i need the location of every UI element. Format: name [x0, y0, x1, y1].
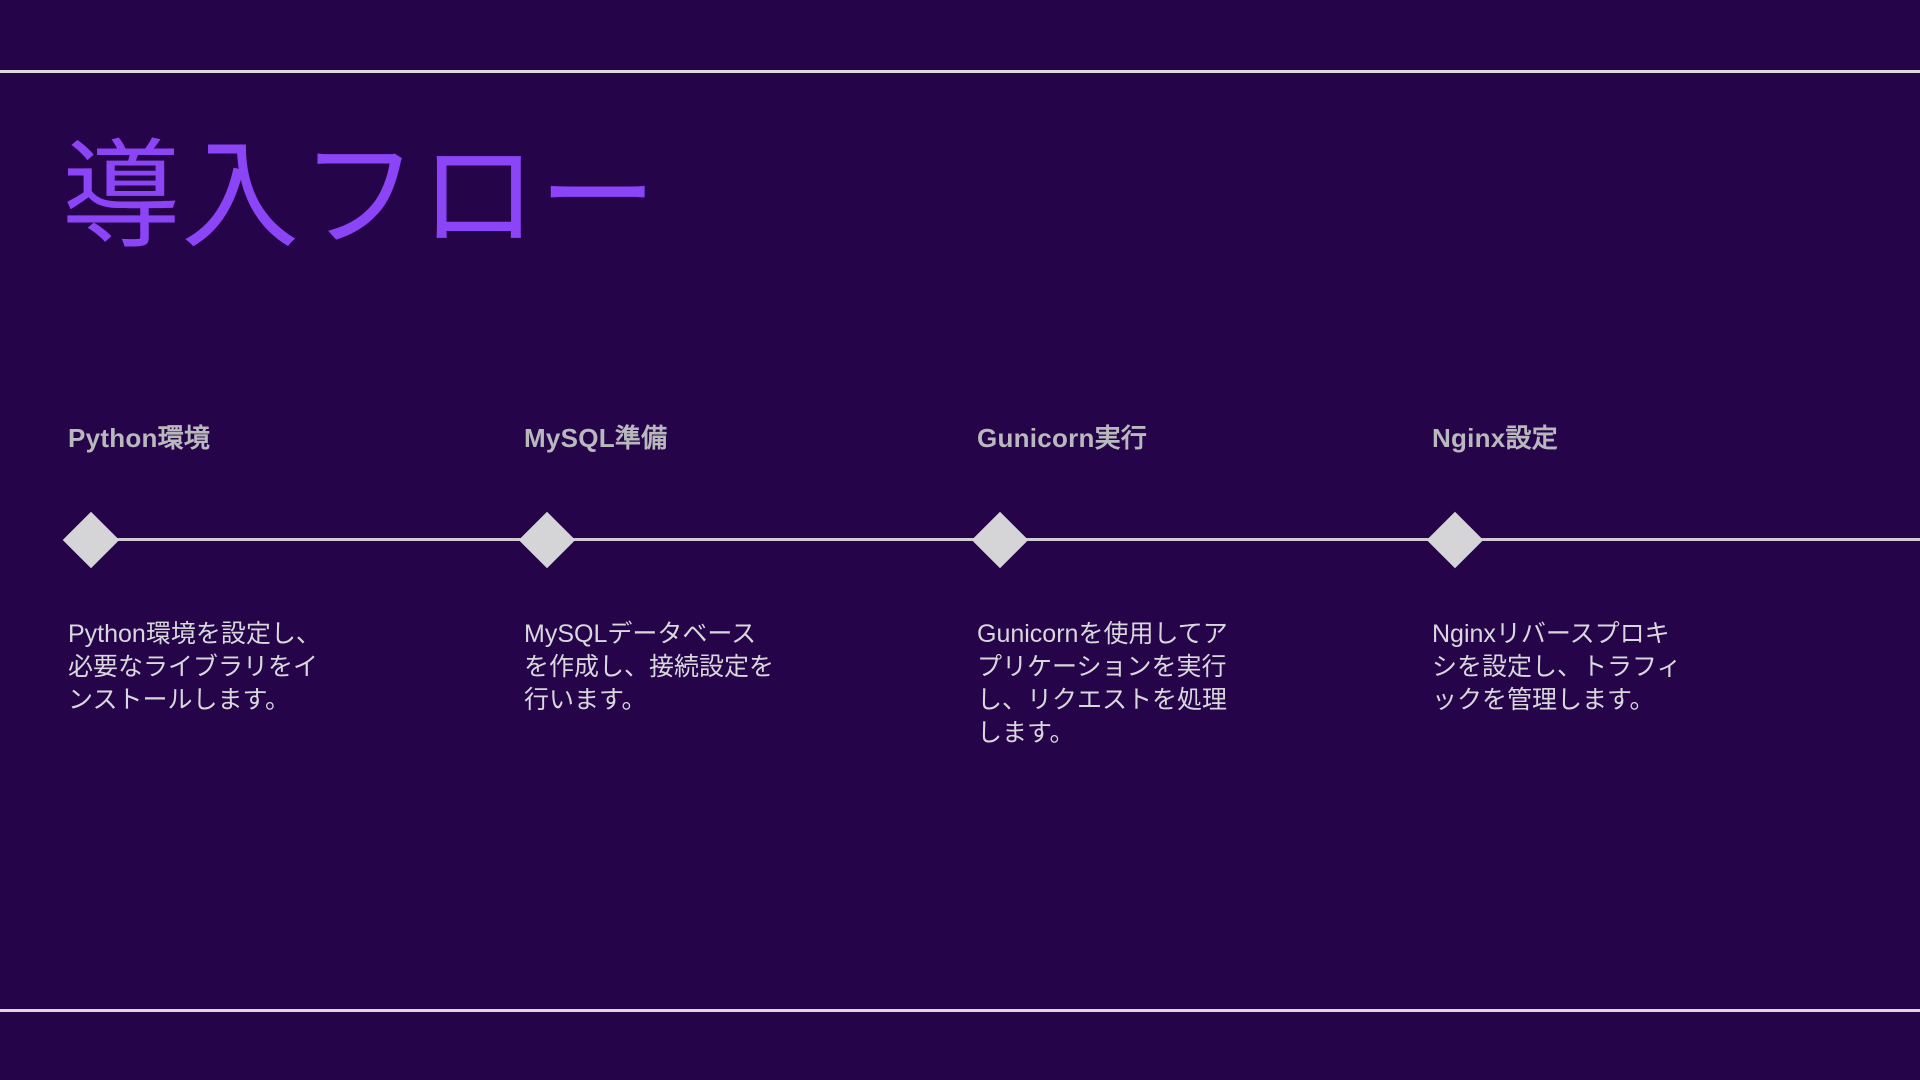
step-heading: Gunicorn実行	[977, 423, 1148, 453]
top-divider-rule	[0, 70, 1920, 73]
bottom-divider-rule	[0, 1009, 1920, 1012]
step-heading: MySQL準備	[524, 423, 668, 453]
page-title: 導入フロー	[62, 131, 658, 263]
diamond-marker-icon	[518, 511, 576, 569]
diamond-marker-icon	[971, 511, 1029, 569]
step-heading: Nginx設定	[1432, 423, 1559, 453]
step-description: MySQLデータベースを作成し、接続設定を行います。	[524, 620, 775, 714]
step-description: Python環境を設定し、必要なライブラリをインストールします。	[68, 620, 321, 714]
timeline: Python環境 Python環境を設定し、必要なライブラリをインストールします…	[0, 400, 1920, 800]
diamond-marker-icon	[1426, 511, 1484, 569]
step-description: Gunicornを使用してアプリケーションを実行し、リクエストを処理します。	[977, 620, 1228, 747]
diamond-marker-icon	[62, 511, 120, 569]
step-description: Nginxリバースプロキシを設定し、トラフィックを管理します。	[1432, 620, 1682, 714]
step-heading: Python環境	[68, 423, 211, 453]
